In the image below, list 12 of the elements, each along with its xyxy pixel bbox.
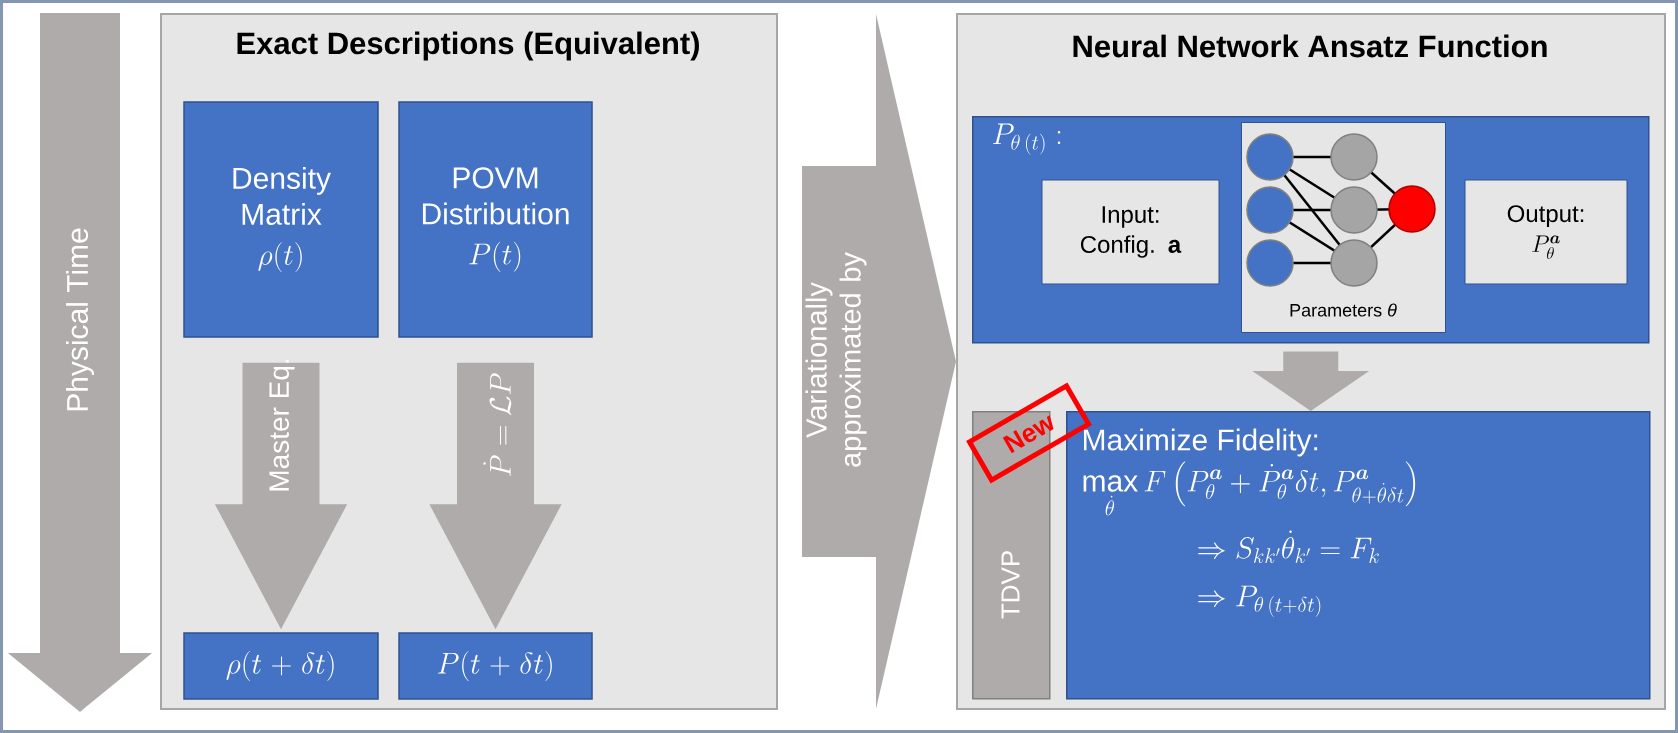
process-box: POVM Distribution $P(t)$ [398, 101, 593, 338]
arrow-label: Physical Time [66, 228, 94, 411]
process-box: $P(t+\delta t)$ [398, 632, 593, 700]
edge-label: $\dot{P} = \mathcal{L}P$ [483, 373, 512, 477]
process-box: Density Matrix $\rho(t)$ [183, 101, 379, 338]
output-box: Output: $P_{\theta}^{\boldsymbol{a}}$ [1464, 179, 1628, 285]
result-box: Maximize Fidelity: $\max_{\dot{\theta}} F\left(P_{\theta}^{\boldsymbol{a}}+\dot{P}_{\theta}^{\boldsymbol{a}}\delta t, P_{\theta+\dot{\theta}\delta t}^{\boldsymbol{a}}\right)$ $\Rightarrow S_{kk'}\dot{\theta}_{k'} = F_k$ $\Rightarrow P_{\theta\,(t+\delta t)}$ [1066, 411, 1651, 700]
input-box: Input: Config. a [1041, 179, 1220, 285]
edge-label: Master Eq. [269, 359, 295, 491]
block-arrow [802, 14, 956, 709]
process-box: $\rho(t+\delta t)$ [183, 632, 379, 700]
edge-label: Variationally approximated by [805, 252, 867, 467]
